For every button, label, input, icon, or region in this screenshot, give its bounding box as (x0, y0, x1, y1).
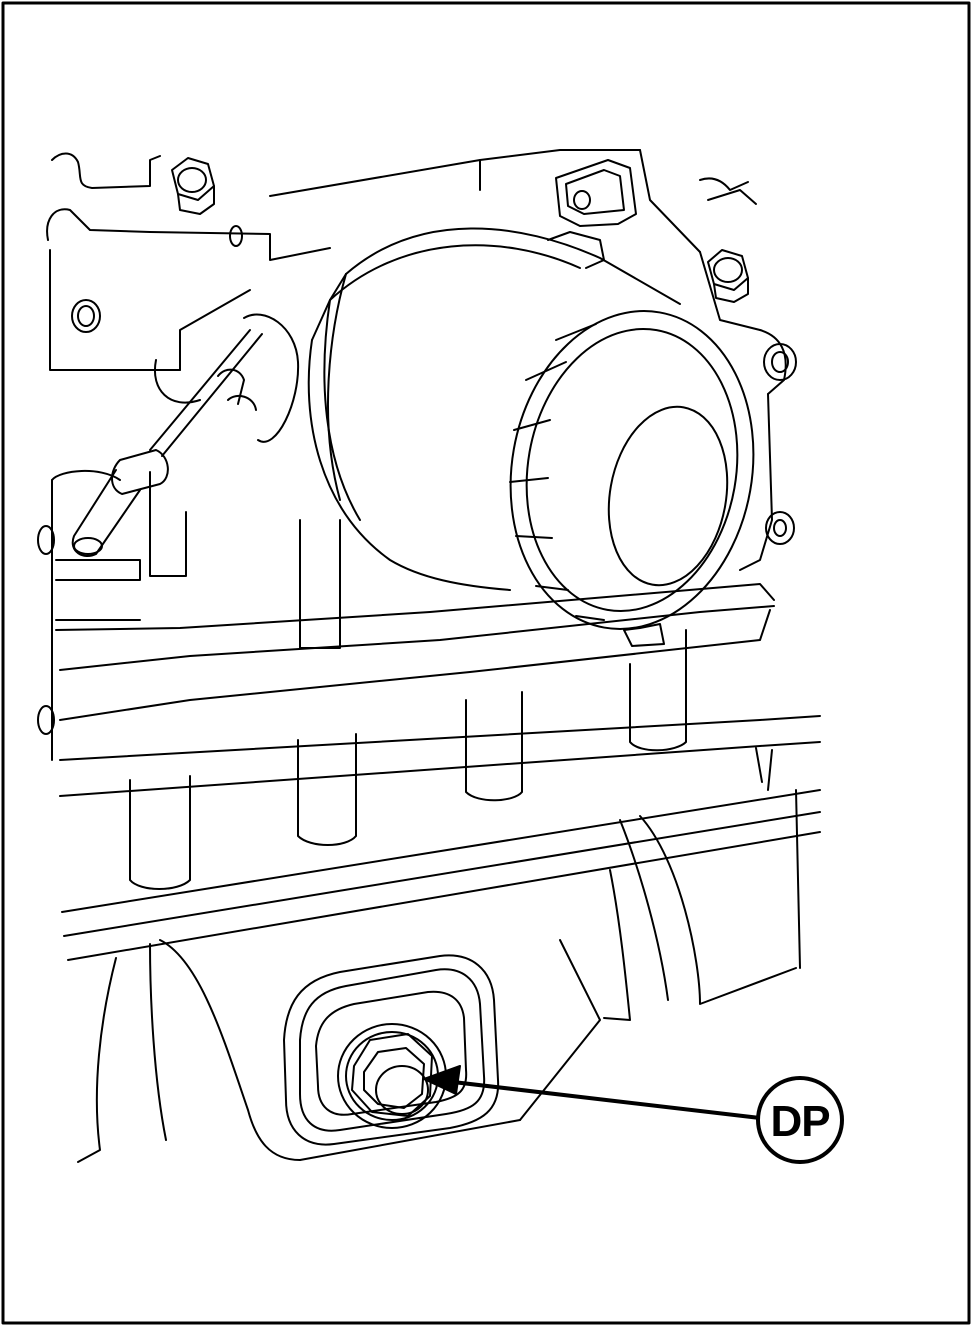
oil-pan-sump (77, 789, 801, 1163)
block-holes (37, 225, 797, 735)
oil-pan-rails (55, 583, 821, 961)
pan-posts (129, 471, 687, 890)
upper-left-bolt (171, 157, 215, 215)
engine-block (46, 149, 787, 761)
callout-label: DP (770, 1097, 829, 1146)
upper-right-bolt (707, 249, 749, 303)
filter-mount-bracket (547, 159, 637, 269)
drain-plug-boss (283, 954, 500, 1146)
tool-handle (71, 313, 300, 557)
callout-arrow (423, 1065, 762, 1120)
oil-filter (307, 227, 755, 647)
callout-bubble: DP (756, 1076, 844, 1164)
